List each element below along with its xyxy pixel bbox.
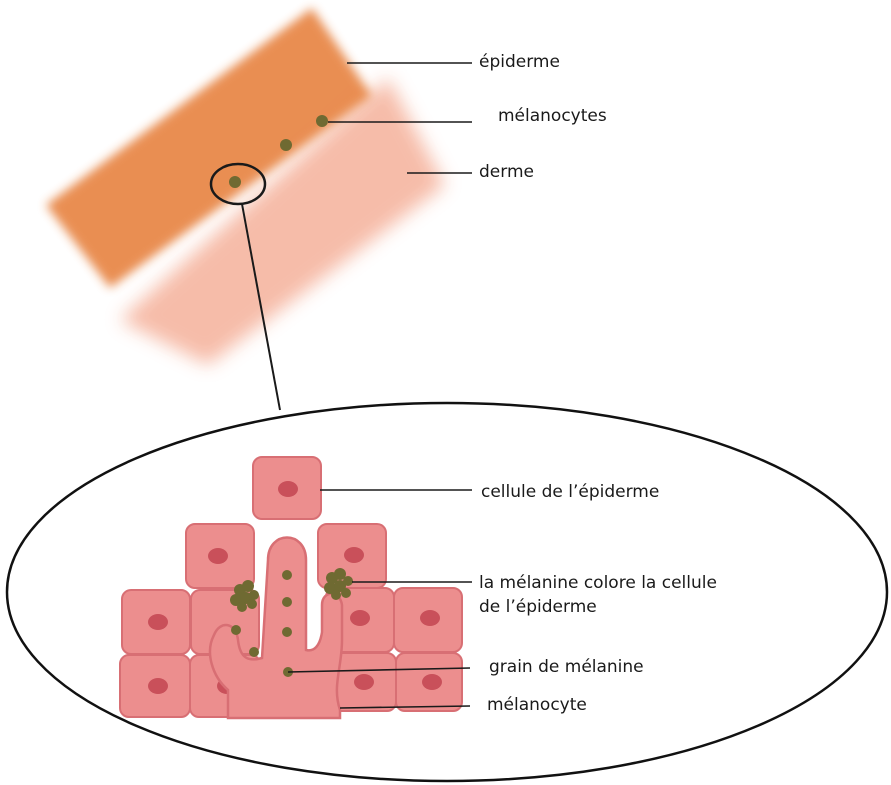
label-melanocytes: mélanocytes — [498, 106, 607, 126]
melanocyte-dot — [316, 115, 328, 127]
label-melanine-colore-line1: la mélanine colore la cellule — [479, 573, 717, 593]
label-derme: derme — [479, 162, 534, 182]
label-grain-melanine: grain de mélanine — [489, 657, 644, 677]
label-cellule-epiderme: cellule de l’épiderme — [481, 482, 659, 502]
melanocyte-dot — [229, 176, 241, 188]
skin-section — [46, 8, 445, 365]
melanocyte-dot — [280, 139, 292, 151]
label-melanine-colore-line2: de l’épiderme — [479, 597, 597, 617]
label-epiderme: épiderme — [479, 52, 560, 72]
label-melanocyte: mélanocyte — [487, 695, 587, 715]
